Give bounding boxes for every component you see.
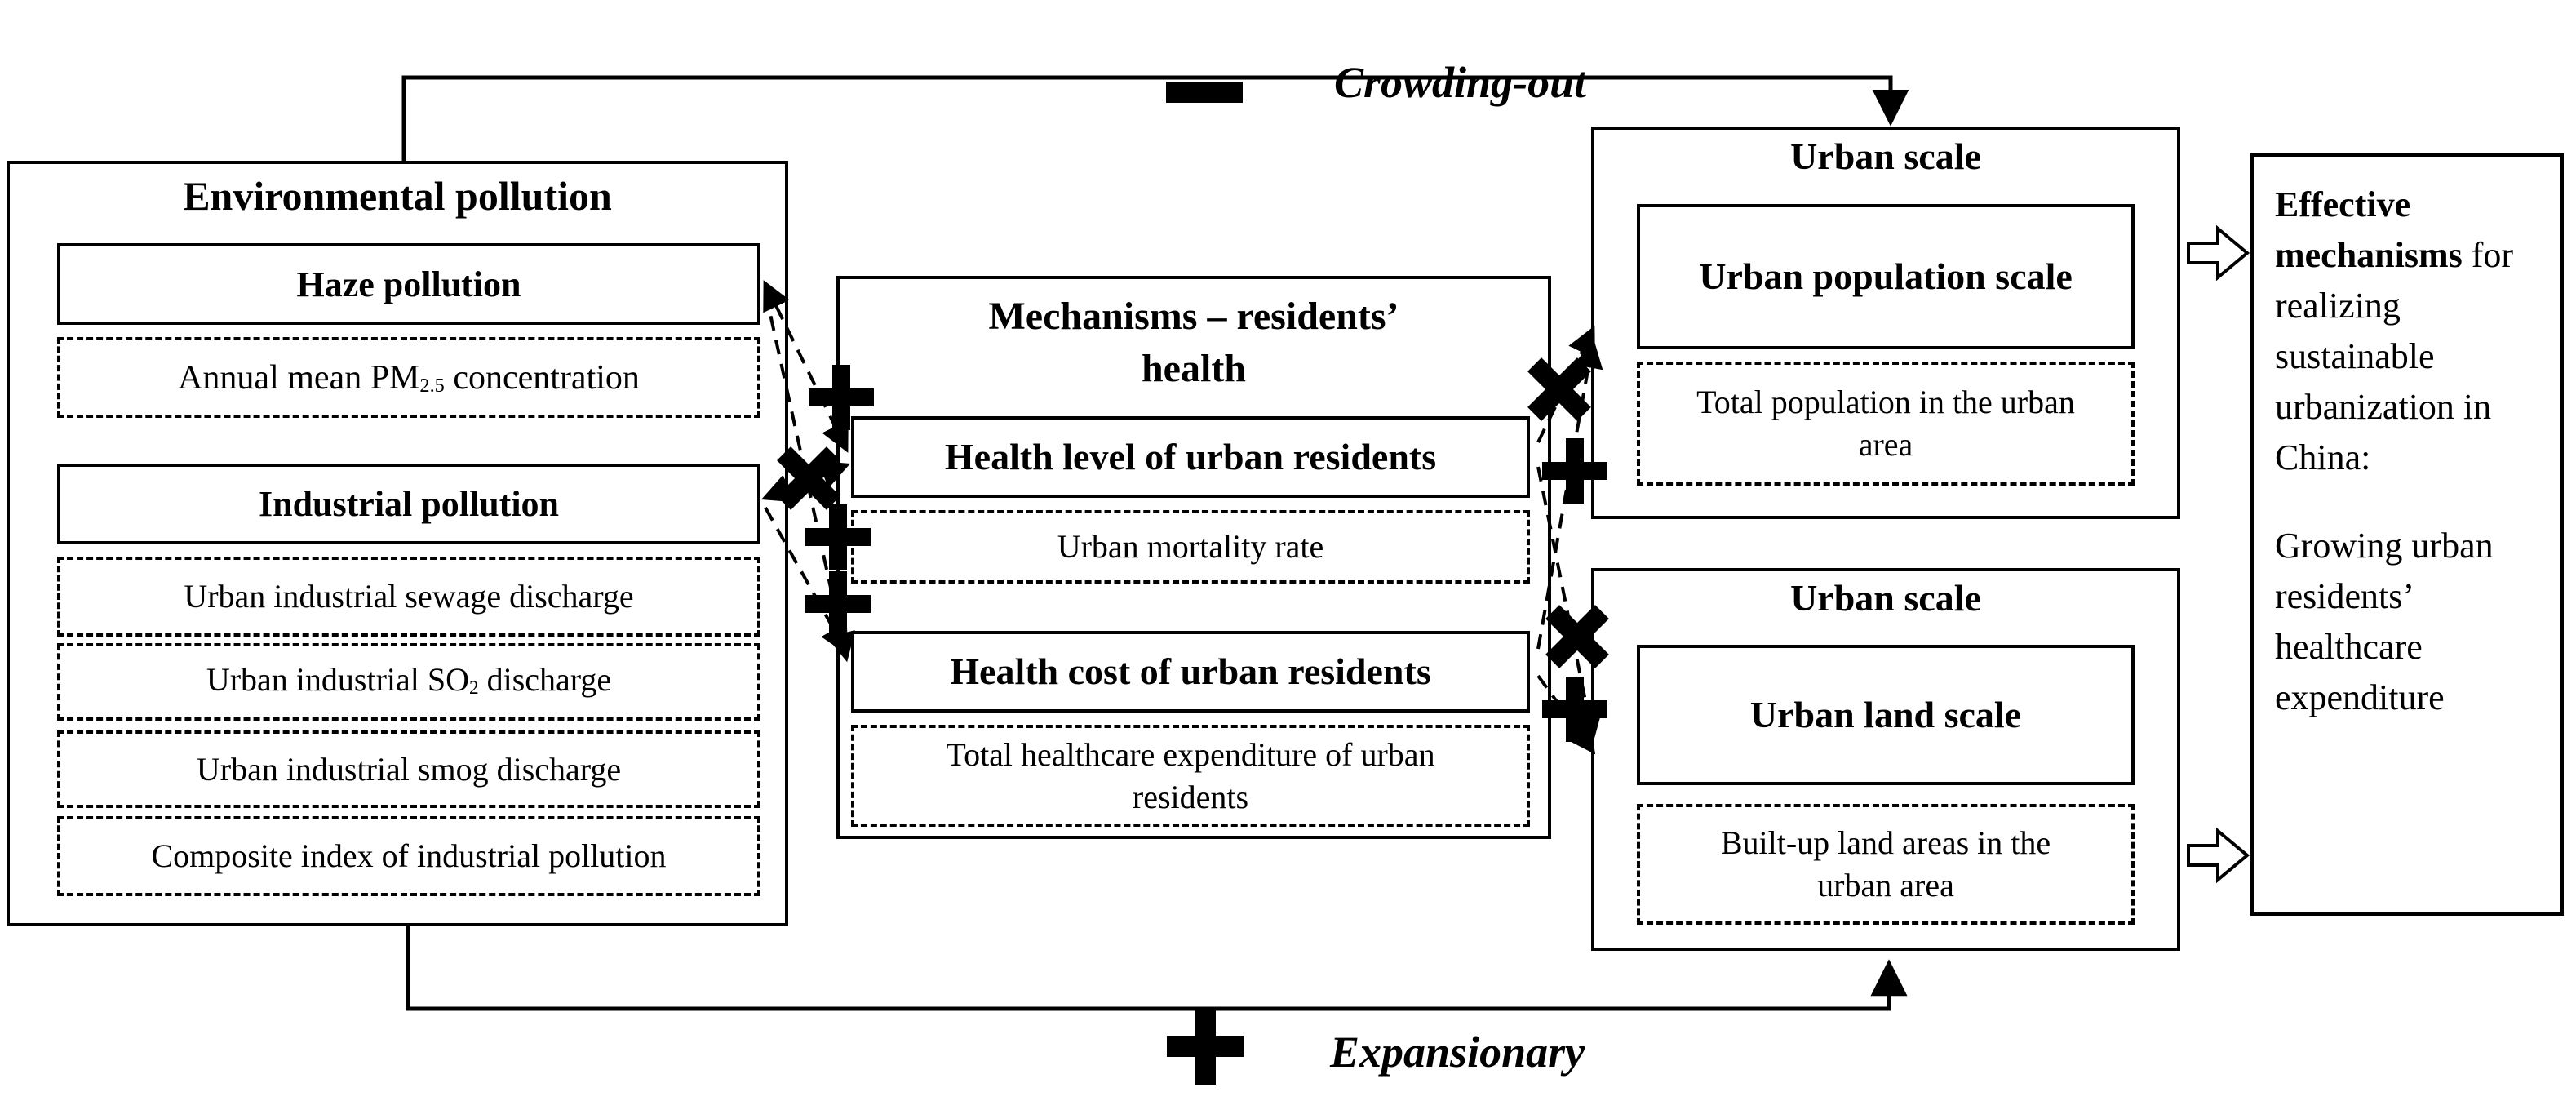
composite-index-label: Composite index of industrial pollution xyxy=(151,837,667,874)
industrial-pollution-box: Industrial pollution xyxy=(57,464,760,544)
mechanisms-title: Mechanisms – residents’ health xyxy=(840,291,1548,395)
mechanisms-box: Mechanisms – residents’ health Health le… xyxy=(836,276,1551,839)
so2-indicator-label: Urban industrial SO2 discharge xyxy=(206,660,612,699)
urban-scale-population-box: Urban scale Urban population scale Total… xyxy=(1591,127,2180,519)
health-level-label: Health level of urban residents xyxy=(944,436,1437,477)
so2-indicator-box: Urban industrial SO2 discharge xyxy=(57,643,760,721)
health-cost-box: Health cost of urban residents xyxy=(851,631,1530,713)
mechanisms-title-line1: Mechanisms – residents’ xyxy=(988,295,1399,338)
effective-mechanisms-text: for realizing sustainable urbanization i… xyxy=(2275,235,2514,477)
industrial-pollution-label: Industrial pollution xyxy=(258,484,560,524)
sewage-indicator-box: Urban industrial sewage discharge xyxy=(57,557,760,637)
urban-scale-land-box: Urban scale Urban land scale Built-up la… xyxy=(1591,568,2180,951)
effective-mechanisms-bold-text: Effective mechanisms xyxy=(2275,184,2463,275)
growing-expenditure-text: Growing urban residents’ healthcare expe… xyxy=(2275,526,2494,717)
urban-population-scale-box: Urban population scale xyxy=(1637,204,2135,349)
pm25-indicator-box: Annual mean PM2.5 concentration xyxy=(57,337,760,418)
total-population-label: Total population in the urban area xyxy=(1696,384,2075,463)
urban-land-scale-label: Urban land scale xyxy=(1749,694,2022,735)
healthcare-expenditure-label: Total healthcare expenditure of urban re… xyxy=(946,735,1435,815)
effective-mechanisms-box: Effective mechanisms for realizing susta… xyxy=(2250,153,2564,916)
composite-index-box: Composite index of industrial pollution xyxy=(57,816,760,896)
urban-land-scale-box: Urban land scale xyxy=(1637,645,2135,785)
haze-pollution-box: Haze pollution xyxy=(57,243,760,325)
built-up-land-label: Built-up land areas in the urban area xyxy=(1720,824,2051,903)
health-level-box: Health level of urban residents xyxy=(851,416,1530,498)
mechanisms-title-line2: health xyxy=(1141,347,1246,390)
land-to-outcome-arrow-icon xyxy=(2187,827,2250,884)
healthcare-expenditure-box: Total healthcare expenditure of urban re… xyxy=(851,725,1530,827)
environmental-pollution-title: Environmental pollution xyxy=(183,173,612,219)
crowding-out-label: Crowding-out xyxy=(1334,58,1587,107)
urban-scale-land-title: Urban scale xyxy=(1790,577,1981,619)
smog-indicator-box: Urban industrial smog discharge xyxy=(57,730,760,808)
haze-pollution-label: Haze pollution xyxy=(296,264,521,304)
environmental-pollution-box: Environmental pollution Haze pollution A… xyxy=(7,161,788,926)
population-to-outcome-arrow-icon xyxy=(2187,224,2250,282)
mortality-indicator-label: Urban mortality rate xyxy=(1057,528,1324,565)
expansionary-label: Expansionary xyxy=(1330,1028,1585,1077)
pm25-indicator-label: Annual mean PM2.5 concentration xyxy=(178,358,640,397)
urban-scale-population-title: Urban scale xyxy=(1790,135,1981,177)
built-up-land-box: Built-up land areas in the urban area xyxy=(1637,804,2135,925)
urban-population-scale-label: Urban population scale xyxy=(1699,255,2073,297)
health-cost-label: Health cost of urban residents xyxy=(950,650,1431,692)
smog-indicator-label: Urban industrial smog discharge xyxy=(196,750,622,788)
mortality-indicator-box: Urban mortality rate xyxy=(851,510,1530,584)
total-population-box: Total population in the urban area xyxy=(1637,362,2135,486)
sewage-indicator-label: Urban industrial sewage discharge xyxy=(184,578,634,615)
